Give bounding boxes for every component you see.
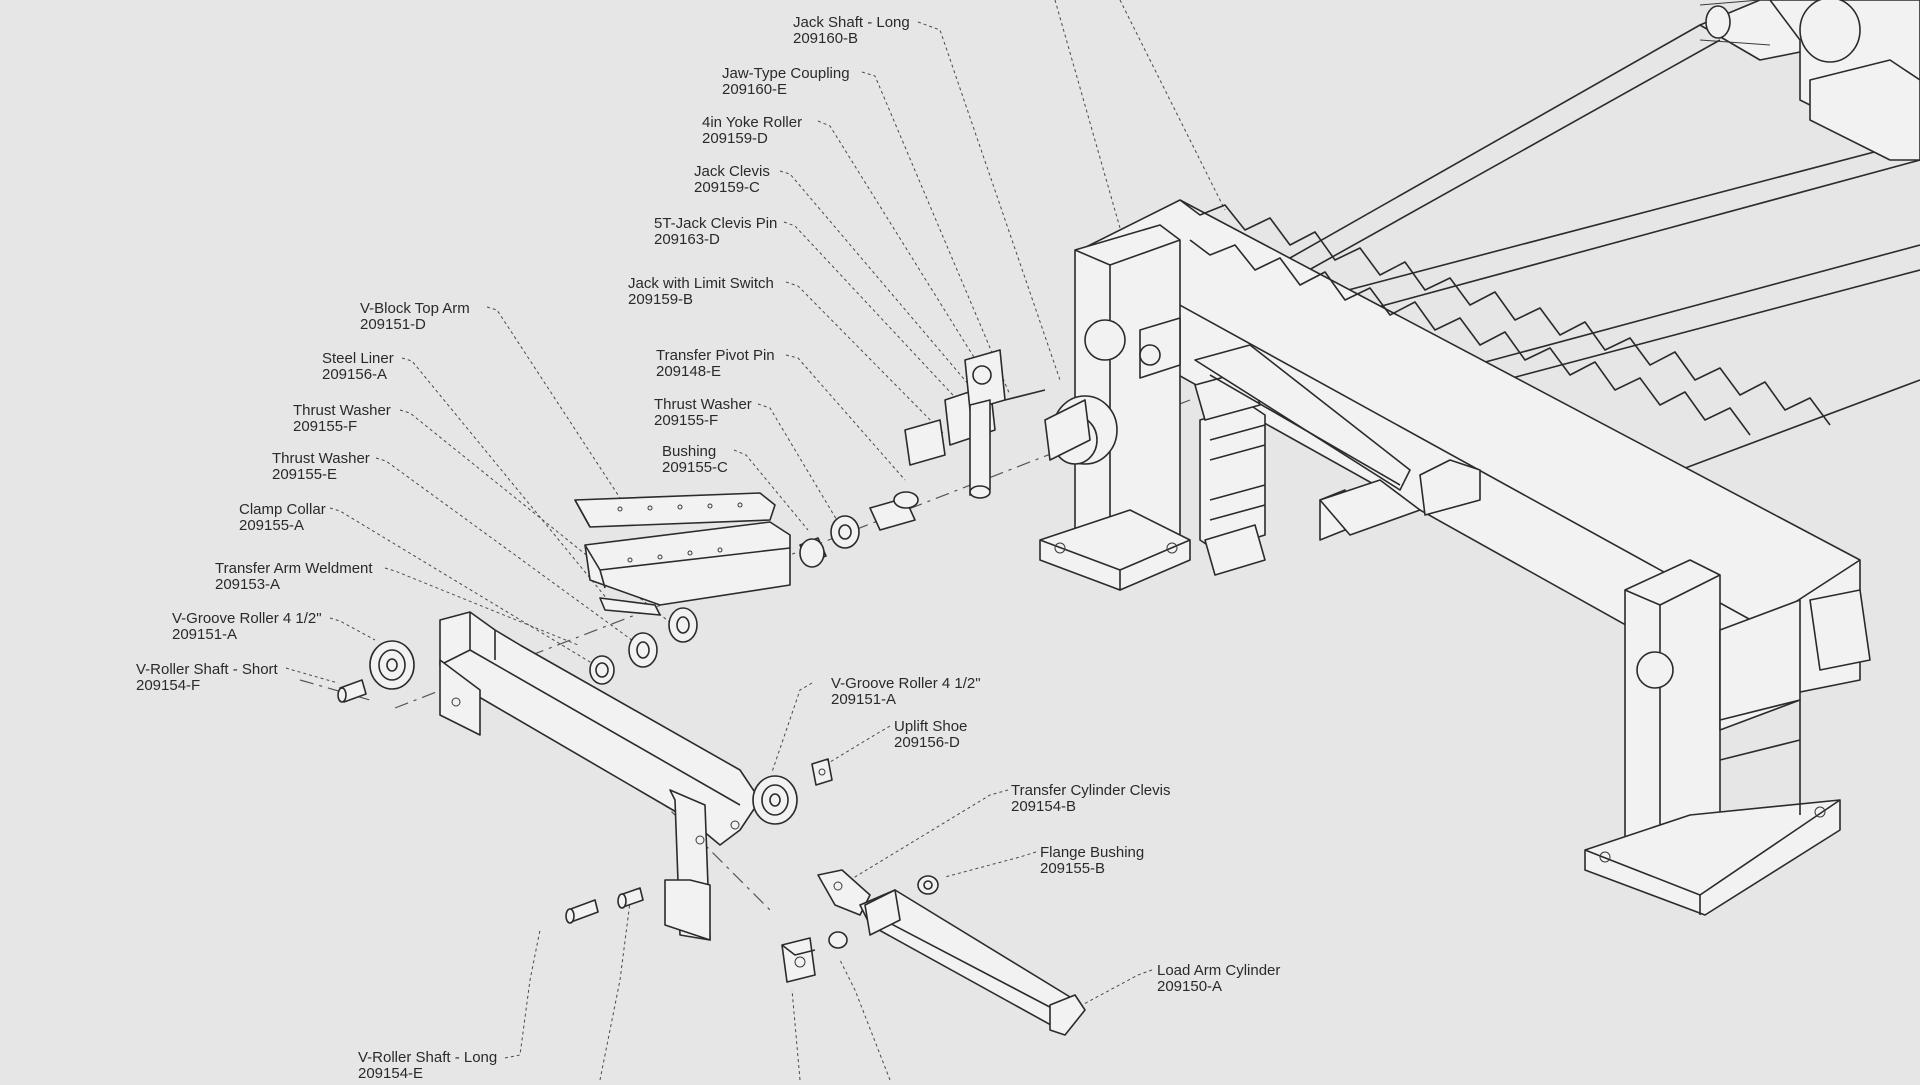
callout-load-arm-cylinder: Load Arm Cylinder 209150-A [1157, 962, 1280, 995]
label-part-number: 209163-D [654, 231, 720, 248]
callout-jack-clevis-pin: 5T-Jack Clevis Pin 209163-D [654, 215, 777, 248]
callout-transfer-arm-weldment: Transfer Arm Weldment 209153-A [215, 560, 373, 593]
label-part-number: 209160-B [793, 30, 858, 47]
label-part-number: 209148-E [656, 363, 721, 380]
bushing [799, 537, 827, 568]
label-name: 5T-Jack Clevis Pin [654, 215, 777, 232]
label-part-number: 209153-A [215, 576, 280, 593]
callout-uplift-shoe: Uplift Shoe 209156-D [894, 718, 967, 751]
label-name: V-Groove Roller 4 1/2" [172, 610, 322, 627]
label-name: Load Arm Cylinder [1157, 962, 1280, 979]
transfer-pivot-pin [869, 491, 919, 531]
label-part-number: 209160-E [722, 81, 787, 98]
callout-v-roller-shaft-long: V-Roller Shaft - Long 209154-E [358, 1049, 497, 1082]
clamp-collar [589, 655, 615, 685]
callout-thrust-washer-e: Thrust Washer 209155-E [272, 450, 370, 483]
leader-lines [285, 0, 1226, 1081]
label-name: Jack Shaft - Long [793, 14, 910, 31]
callout-jack-with-limit-switch: Jack with Limit Switch 209159-B [628, 275, 774, 308]
label-name: Thrust Washer [293, 402, 391, 419]
callout-v-block-top-arm: V-Block Top Arm 209151-D [360, 300, 470, 333]
callout-transfer-cylinder-clevis: Transfer Cylinder Clevis 209154-B [1011, 782, 1171, 815]
label-part-number: 209159-C [694, 179, 760, 196]
callout-transfer-pivot-pin: Transfer Pivot Pin 209148-E [656, 347, 775, 380]
label-name: Thrust Washer [272, 450, 370, 467]
transfer-arm-weldment-upper [584, 521, 791, 606]
label-part-number: 209159-B [628, 291, 693, 308]
label-name: Bushing [662, 443, 716, 460]
label-part-number: 209155-F [654, 412, 718, 429]
label-name: Uplift Shoe [894, 718, 967, 735]
callout-jack-shaft-long: Jack Shaft - Long 209160-B [793, 14, 910, 47]
callout-v-groove-roller-right: V-Groove Roller 4 1/2" 209151-A [831, 675, 981, 708]
v-roller-shaft-short [337, 679, 367, 703]
label-name: Jaw-Type Coupling [722, 65, 850, 82]
label-part-number: 209155-A [239, 517, 304, 534]
label-part-number: 209155-C [662, 459, 728, 476]
label-part-number: 209151-D [360, 316, 426, 333]
thrust-washers-left [628, 607, 698, 668]
label-name: Jack with Limit Switch [628, 275, 774, 292]
label-name: Clamp Collar [239, 501, 326, 518]
flange-bushing [917, 875, 939, 895]
v-groove-roller-left [369, 640, 415, 690]
v-roller-shaft-long [565, 887, 644, 924]
clevis-block [781, 931, 848, 983]
callout-thrust-washer-f-left: Thrust Washer 209155-F [293, 402, 391, 435]
callout-thrust-washer-f-right: Thrust Washer 209155-F [654, 396, 752, 429]
load-arm-cylinder [859, 889, 1086, 1036]
callout-bushing: Bushing 209155-C [662, 443, 728, 476]
label-name: Flange Bushing [1040, 844, 1144, 861]
label-part-number: 209150-A [1157, 978, 1222, 995]
steel-liner [599, 597, 661, 616]
label-part-number: 209154-E [358, 1065, 423, 1080]
callout-yoke-roller: 4in Yoke Roller 209159-D [702, 114, 802, 147]
callout-jack-clevis: Jack Clevis 209159-C [694, 163, 770, 196]
label-name: Thrust Washer [654, 396, 752, 413]
label-name: Transfer Cylinder Clevis [1011, 782, 1171, 799]
label-part-number: 209155-F [293, 418, 357, 435]
thrust-washer-right [830, 515, 860, 549]
jack-with-limit-switch [904, 349, 1046, 499]
callout-v-groove-roller-left: V-Groove Roller 4 1/2" 209151-A [172, 610, 322, 643]
v-groove-roller-right [752, 775, 798, 825]
label-name: V-Roller Shaft - Short [136, 661, 279, 678]
callout-jaw-type-coupling: Jaw-Type Coupling 209160-E [722, 65, 850, 98]
callout-flange-bushing: Flange Bushing 209155-B [1040, 844, 1144, 877]
callout-steel-liner: Steel Liner 209156-A [322, 350, 394, 383]
label-name: Jack Clevis [694, 163, 770, 180]
transfer-arm-weldment [439, 611, 761, 941]
label-part-number: 209154-B [1011, 798, 1076, 815]
label-part-number: 209155-E [272, 466, 337, 483]
label-part-number: 209156-D [894, 734, 960, 751]
transfer-frame-assembly [1039, 0, 1920, 916]
v-block-top-arm [574, 492, 776, 528]
label-name: 4in Yoke Roller [702, 114, 802, 131]
callout-clamp-collar: Clamp Collar 209155-A [239, 501, 326, 534]
label-part-number: 209156-A [322, 366, 387, 383]
label-part-number: 209151-A [831, 691, 896, 708]
label-name: V-Groove Roller 4 1/2" [831, 675, 981, 692]
label-part-number: 209159-D [702, 130, 768, 147]
label-name: V-Roller Shaft - Long [358, 1049, 497, 1066]
label-part-number: 209154-F [136, 677, 200, 694]
label-name: Steel Liner [322, 350, 394, 367]
label-part-number: 209151-A [172, 626, 237, 643]
label-name: Transfer Arm Weldment [215, 560, 373, 577]
label-name: V-Block Top Arm [360, 300, 470, 317]
label-name: Transfer Pivot Pin [656, 347, 775, 364]
label-part-number: 209155-B [1040, 860, 1105, 877]
uplift-shoe [811, 758, 833, 786]
callout-v-roller-shaft-short: V-Roller Shaft - Short 209154-F [136, 661, 279, 694]
center-lines [299, 399, 1191, 911]
